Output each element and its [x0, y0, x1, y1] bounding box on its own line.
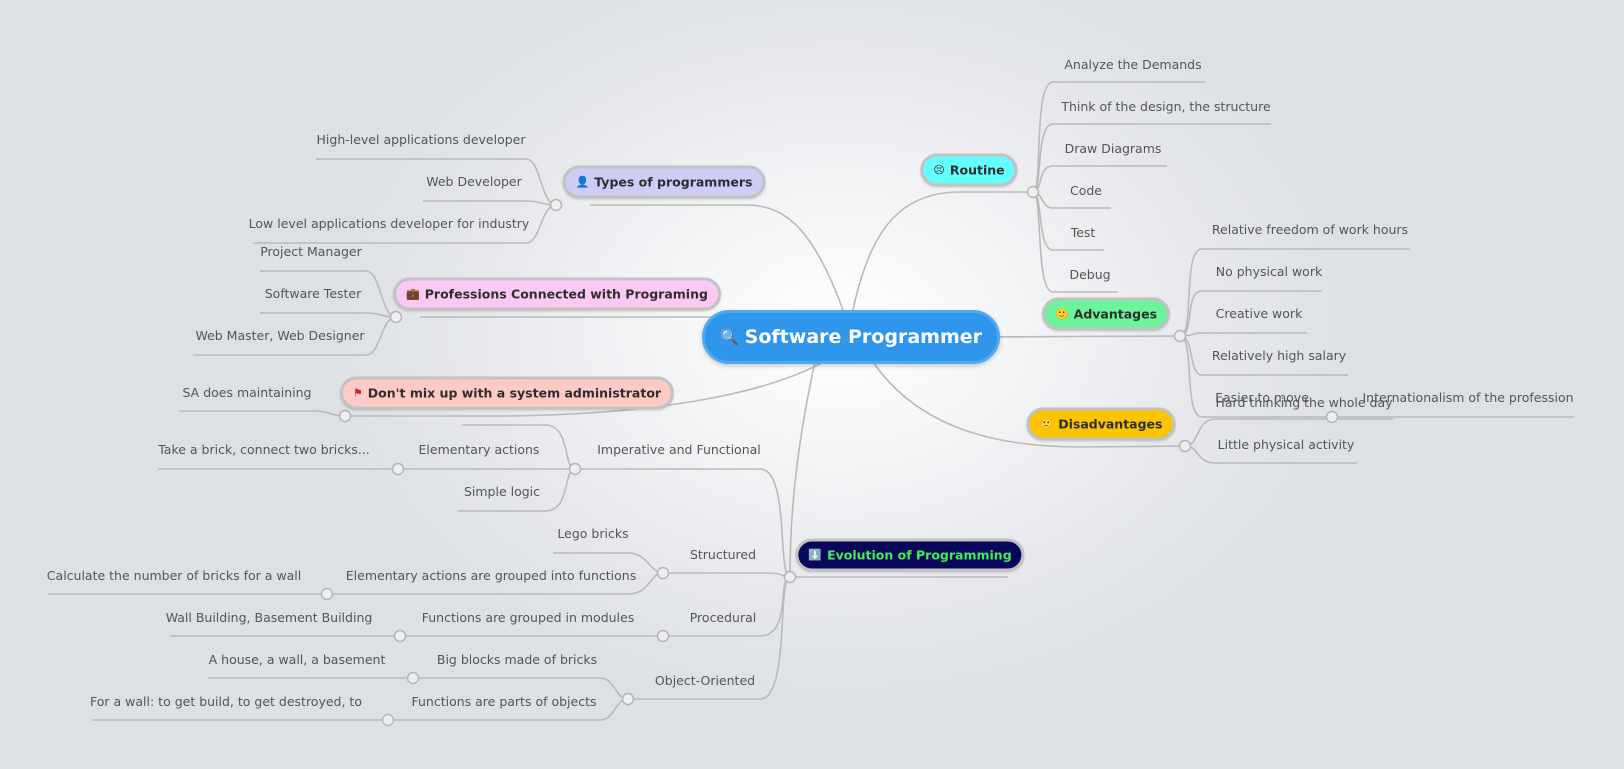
- types-child-high-level[interactable]: High-level applications developer: [316, 131, 526, 147]
- types-child-low-level[interactable]: Low level applications developer for ind…: [248, 215, 530, 231]
- oo-child-functions-parts[interactable]: Functions are parts of objects: [411, 693, 597, 709]
- evolution-procedural[interactable]: Procedural: [689, 609, 757, 625]
- person-icon: 👤: [575, 175, 590, 189]
- routine-child-analyze[interactable]: Analyze the Demands: [1064, 56, 1202, 72]
- professions-child-software-tester[interactable]: Software Tester: [264, 285, 362, 301]
- structured-child-lego[interactable]: Lego bricks: [557, 525, 629, 541]
- advantages-child-no-physical[interactable]: No physical work: [1215, 263, 1323, 279]
- types-of-programmers-node[interactable]: 👤 Types of programmers: [562, 165, 766, 199]
- oo-grandchild-wall-actions[interactable]: For a wall: to get build, to get destroy…: [90, 693, 362, 709]
- advantages-child-easier-move[interactable]: Easier to move: [1215, 389, 1309, 405]
- frown-icon: 🙁: [1039, 417, 1054, 431]
- routine-label: Routine: [949, 162, 1005, 178]
- smile-icon: 🙂: [1054, 307, 1069, 321]
- disadvantages-label: Disadvantages: [1058, 416, 1163, 432]
- tired-face-icon: 😣: [933, 163, 945, 177]
- routine-child-debug[interactable]: Debug: [1069, 266, 1111, 282]
- professions-child-web-master[interactable]: Web Master, Web Designer: [195, 327, 365, 343]
- professions-child-project-manager[interactable]: Project Manager: [260, 243, 362, 259]
- disadvantages-child-physical[interactable]: Little physical activity: [1217, 436, 1355, 452]
- imperative-child-elementary[interactable]: Elementary actions: [418, 441, 540, 457]
- routine-child-diagrams[interactable]: Draw Diagrams: [1064, 140, 1162, 156]
- evolution-imperative[interactable]: Imperative and Functional: [597, 441, 761, 457]
- disadvantages-child-hard-thinking[interactable]: Hard thinking the whole day: [1215, 394, 1393, 410]
- sysadmin-label: Don't mix up with a system administrator: [367, 385, 662, 401]
- sysadmin-node[interactable]: ⚑ Don't mix up with a system administrat…: [339, 376, 675, 410]
- routine-child-design[interactable]: Think of the design, the structure: [1061, 98, 1271, 114]
- routine-node[interactable]: 😣 Routine: [920, 153, 1018, 187]
- disadvantages-node[interactable]: 🙁 Disadvantages: [1026, 407, 1176, 441]
- structured-child-grouped[interactable]: Elementary actions are grouped into func…: [345, 567, 637, 583]
- evolution-node[interactable]: ⬇️ Evolution of Programming: [795, 538, 1025, 572]
- root-label: Software Programmer: [744, 326, 983, 348]
- structured-grandchild-calculate[interactable]: Calculate the number of bricks for a wal…: [46, 567, 302, 583]
- professions-label: Professions Connected with Programing: [424, 286, 708, 302]
- routine-child-test[interactable]: Test: [1070, 224, 1096, 240]
- oo-child-big-blocks[interactable]: Big blocks made of bricks: [436, 651, 598, 667]
- magnifier-icon: 🔍: [719, 328, 739, 346]
- evolution-object-oriented[interactable]: Object-Oriented: [654, 672, 756, 688]
- advantages-child-salary[interactable]: Relatively high salary: [1211, 347, 1347, 363]
- down-arrow-icon: ⬇️: [808, 548, 823, 562]
- advantages-label: Advantages: [1073, 306, 1158, 322]
- flag-icon: ⚑: [352, 386, 363, 400]
- evolution-label: Evolution of Programming: [827, 547, 1012, 563]
- procedural-grandchild-wall[interactable]: Wall Building, Basement Building: [165, 609, 373, 625]
- advantages-child-creative[interactable]: Creative work: [1215, 305, 1303, 321]
- sysadmin-child[interactable]: SA does maintaining: [182, 384, 312, 400]
- advantages-node[interactable]: 🙂 Advantages: [1041, 297, 1171, 331]
- briefcase-icon: 💼: [406, 287, 420, 301]
- professions-node[interactable]: 💼 Professions Connected with Programing: [393, 277, 721, 311]
- imperative-child-simple-logic[interactable]: Simple logic: [463, 483, 541, 499]
- root-node[interactable]: 🔍 Software Programmer: [701, 310, 1001, 364]
- types-label: Types of programmers: [594, 174, 753, 190]
- routine-child-code[interactable]: Code: [1069, 182, 1103, 198]
- procedural-child-modules[interactable]: Functions are grouped in modules: [421, 609, 635, 625]
- advantages-child-freedom[interactable]: Relative freedom of work hours: [1211, 221, 1409, 237]
- types-child-web-developer[interactable]: Web Developer: [426, 173, 522, 189]
- evolution-structured[interactable]: Structured: [689, 546, 757, 562]
- advantages-grandchild-internationalism[interactable]: Internationalism of the profession: [1362, 389, 1574, 405]
- imperative-grandchild-brick[interactable]: Take a brick, connect two bricks...: [158, 441, 370, 457]
- oo-grandchild-house[interactable]: A house, a wall, a basement: [208, 651, 386, 667]
